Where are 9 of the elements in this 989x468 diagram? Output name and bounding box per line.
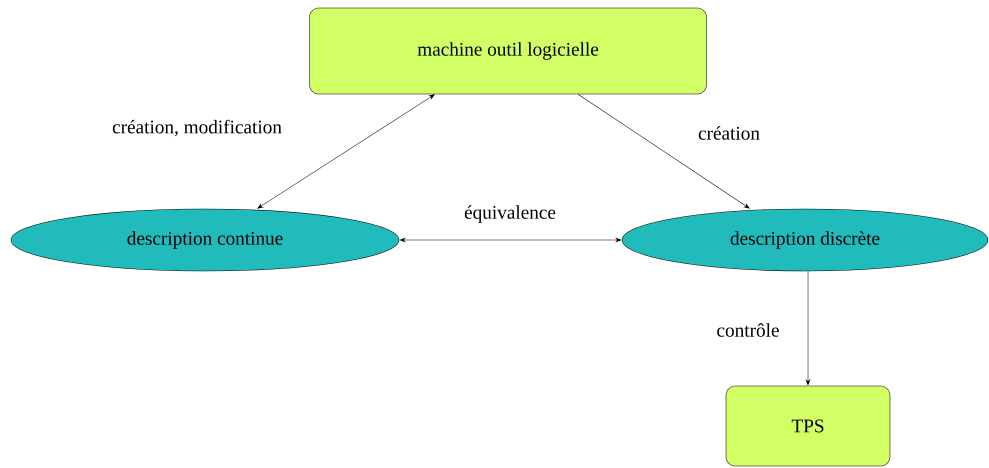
rounded-box: machine outil logicielle (309, 8, 707, 94)
ellipse-node: description continue (10, 208, 400, 272)
rounded-box: TPS (726, 386, 890, 466)
ellipse-node: description discrète (622, 208, 988, 272)
edge-label: contrôle (715, 322, 781, 338)
arrow (578, 94, 750, 209)
edge-label: création (696, 124, 762, 142)
edge-label: création, modification (110, 118, 284, 138)
edge-label: équivalence (462, 204, 558, 224)
